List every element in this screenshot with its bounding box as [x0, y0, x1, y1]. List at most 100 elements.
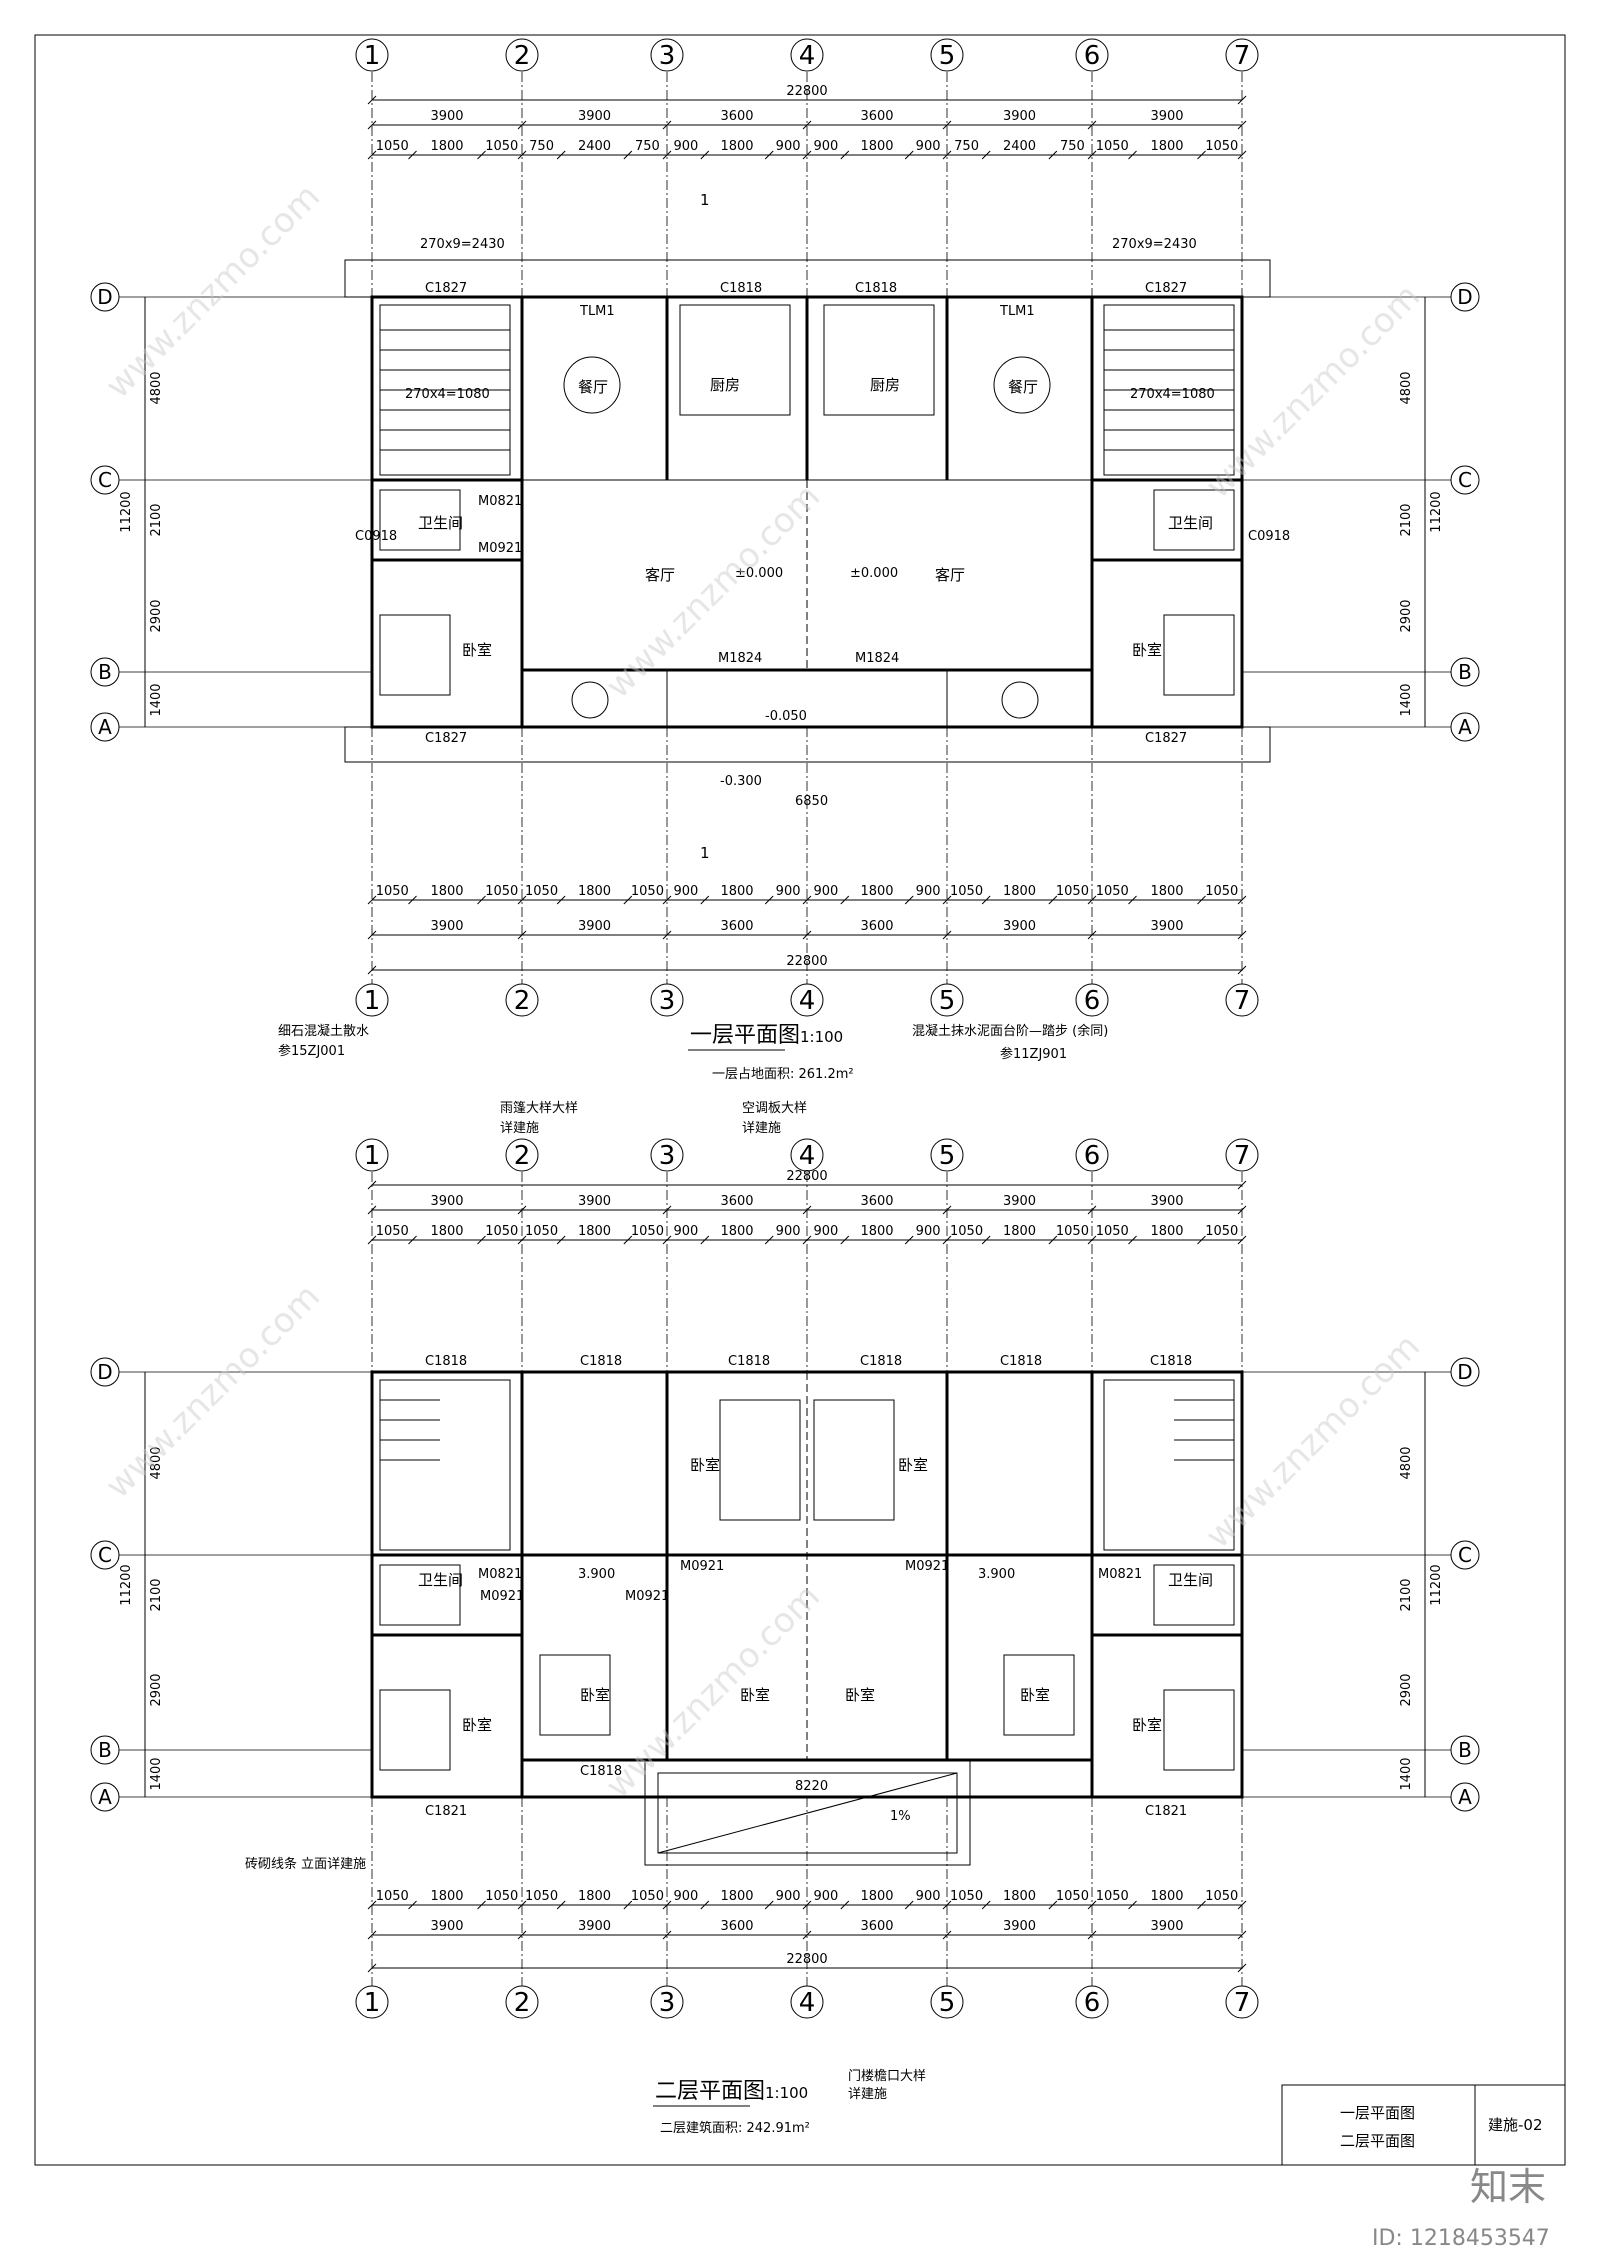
- dimension-text: 3600: [860, 919, 893, 934]
- axis-label: C: [98, 1543, 112, 1567]
- window-tag: C1827: [1145, 731, 1187, 746]
- label-2f-bed: 卧室: [898, 1456, 928, 1474]
- dimension-text: 1800: [860, 1224, 893, 1239]
- side-dimension: 2100: [149, 1578, 164, 1611]
- watermark-text: www.znzmo.com: [1198, 1326, 1428, 1556]
- axis-label: 7: [1234, 986, 1251, 1016]
- axis-label: B: [1458, 660, 1472, 684]
- axis-bubble-1: 1: [355, 1985, 389, 2019]
- axis-bubble-3: 3: [650, 1985, 684, 2019]
- bathroom-fixtures-right: [1153, 489, 1235, 551]
- side-dimension: 1400: [149, 683, 164, 716]
- section-mark-bottom: 1: [700, 844, 710, 862]
- axis-label: 6: [1084, 1141, 1101, 1171]
- dimension-text: 3600: [860, 1194, 893, 1209]
- level-mark: -0.050: [765, 709, 807, 724]
- label-2f-bath: 卫生间: [1168, 1571, 1213, 1589]
- dimension-text: 3900: [1003, 109, 1036, 124]
- balcony-dimension: 8220: [795, 1779, 828, 1794]
- axis-bubble-3: 3: [650, 38, 684, 72]
- axis-bubble-2: 2: [505, 1985, 539, 2019]
- axis-bubble-7: 7: [1225, 983, 1259, 1017]
- dimension-text: 3900: [1150, 109, 1183, 124]
- plan1-stair-left: [379, 304, 511, 476]
- dimension-text: 750: [1060, 139, 1085, 154]
- axis-label: B: [98, 1738, 112, 1762]
- axis-label: 5: [939, 41, 956, 71]
- axis-bubble-7: 7: [1225, 38, 1259, 72]
- dimension-text: 1800: [1003, 884, 1036, 899]
- axis-label: D: [97, 285, 112, 309]
- axis-bubble-C: C: [1450, 465, 1480, 495]
- axis-label: 3: [659, 41, 676, 71]
- window-tag: C0918: [1248, 529, 1290, 544]
- axis-label: 6: [1084, 986, 1101, 1016]
- door-tag: M0921: [478, 541, 522, 556]
- axis-label: 5: [939, 1988, 956, 2018]
- axis-label: 2: [514, 41, 531, 71]
- axis-bubble-1: 1: [355, 38, 389, 72]
- axis-bubble-A: A: [1450, 712, 1480, 742]
- dimension-text: 3600: [720, 109, 753, 124]
- dimension-text: 3600: [720, 1194, 753, 1209]
- dimension-text: 1050: [485, 1224, 518, 1239]
- label-2f-bed: 卧室: [690, 1456, 720, 1474]
- axis-bubble-A: A: [90, 712, 120, 742]
- window-tag: C1818: [1000, 1354, 1042, 1369]
- axis-bubble-D: D: [90, 1357, 120, 1387]
- dimension-text: 3900: [1003, 1919, 1036, 1934]
- axis-label: 4: [799, 986, 816, 1016]
- dimension-text: 3900: [1003, 919, 1036, 934]
- dimension-text: 1800: [1003, 1224, 1036, 1239]
- bathroom-fixtures-left: [379, 489, 461, 551]
- planter-left: [571, 681, 609, 719]
- dimension-text: 1050: [376, 139, 409, 154]
- side-dimension: 2900: [1399, 1673, 1414, 1706]
- brand-logo: 知末: [1470, 2165, 1546, 2209]
- axis-label: 6: [1084, 41, 1101, 71]
- axis-bubble-6: 6: [1075, 1138, 1109, 1172]
- note-brick-line: 砖砌线条 立面详建施: [245, 1856, 366, 1872]
- label-2f-bed: 卧室: [1020, 1686, 1050, 1704]
- axis-bubble-B: B: [1450, 657, 1480, 687]
- axis-bubble-1: 1: [355, 983, 389, 1017]
- door-tag: M0821: [478, 494, 522, 509]
- side-dimension-total: 11200: [119, 491, 134, 532]
- plan2-scale: 1:100: [765, 2084, 808, 2102]
- side-dimension: 4800: [149, 1446, 164, 1479]
- axis-bubble-7: 7: [1225, 1138, 1259, 1172]
- dimension-text: 1800: [860, 884, 893, 899]
- dimension-text: 1050: [376, 884, 409, 899]
- dimension-text: 1800: [1003, 1889, 1036, 1904]
- dimension-text: 1050: [950, 884, 983, 899]
- axis-label: 3: [659, 1141, 676, 1171]
- plan2-title: 二层平面图: [655, 2079, 765, 2104]
- axis-bubble-B: B: [1450, 1735, 1480, 1765]
- axis-label: 2: [514, 1141, 531, 1171]
- axis-bubble-4: 4: [790, 983, 824, 1017]
- axis-bubble-C: C: [1450, 1540, 1480, 1570]
- axis-label: A: [98, 715, 112, 739]
- dimension-text: 1800: [860, 139, 893, 154]
- dimension-text: 1050: [525, 1224, 558, 1239]
- dimension-text: 3600: [860, 1919, 893, 1934]
- dimension-text: 900: [776, 139, 801, 154]
- axis-label: 1: [364, 986, 381, 1016]
- plan1-walls: [344, 259, 1271, 763]
- axis-bubble-C: C: [90, 465, 120, 495]
- door-tag: M0821: [1098, 1567, 1142, 1582]
- dimension-text: 900: [673, 1224, 698, 1239]
- dimension-text: 750: [635, 139, 660, 154]
- axis-bubble-4: 4: [790, 1138, 824, 1172]
- title-block: 一层平面图 二层平面图 建施-02: [1281, 2084, 1566, 2166]
- axis-bubble-C: C: [90, 1540, 120, 1570]
- image-id: ID: 1218453547: [1372, 2226, 1550, 2251]
- bed-right: [1163, 614, 1235, 696]
- watermark-text: www.znzmo.com: [98, 1276, 328, 1506]
- door-tag: M0921: [905, 1559, 949, 1574]
- plan1-title: 一层平面图: [690, 1023, 800, 1048]
- axis-label: 3: [659, 986, 676, 1016]
- dimension-text: 2400: [1003, 139, 1036, 154]
